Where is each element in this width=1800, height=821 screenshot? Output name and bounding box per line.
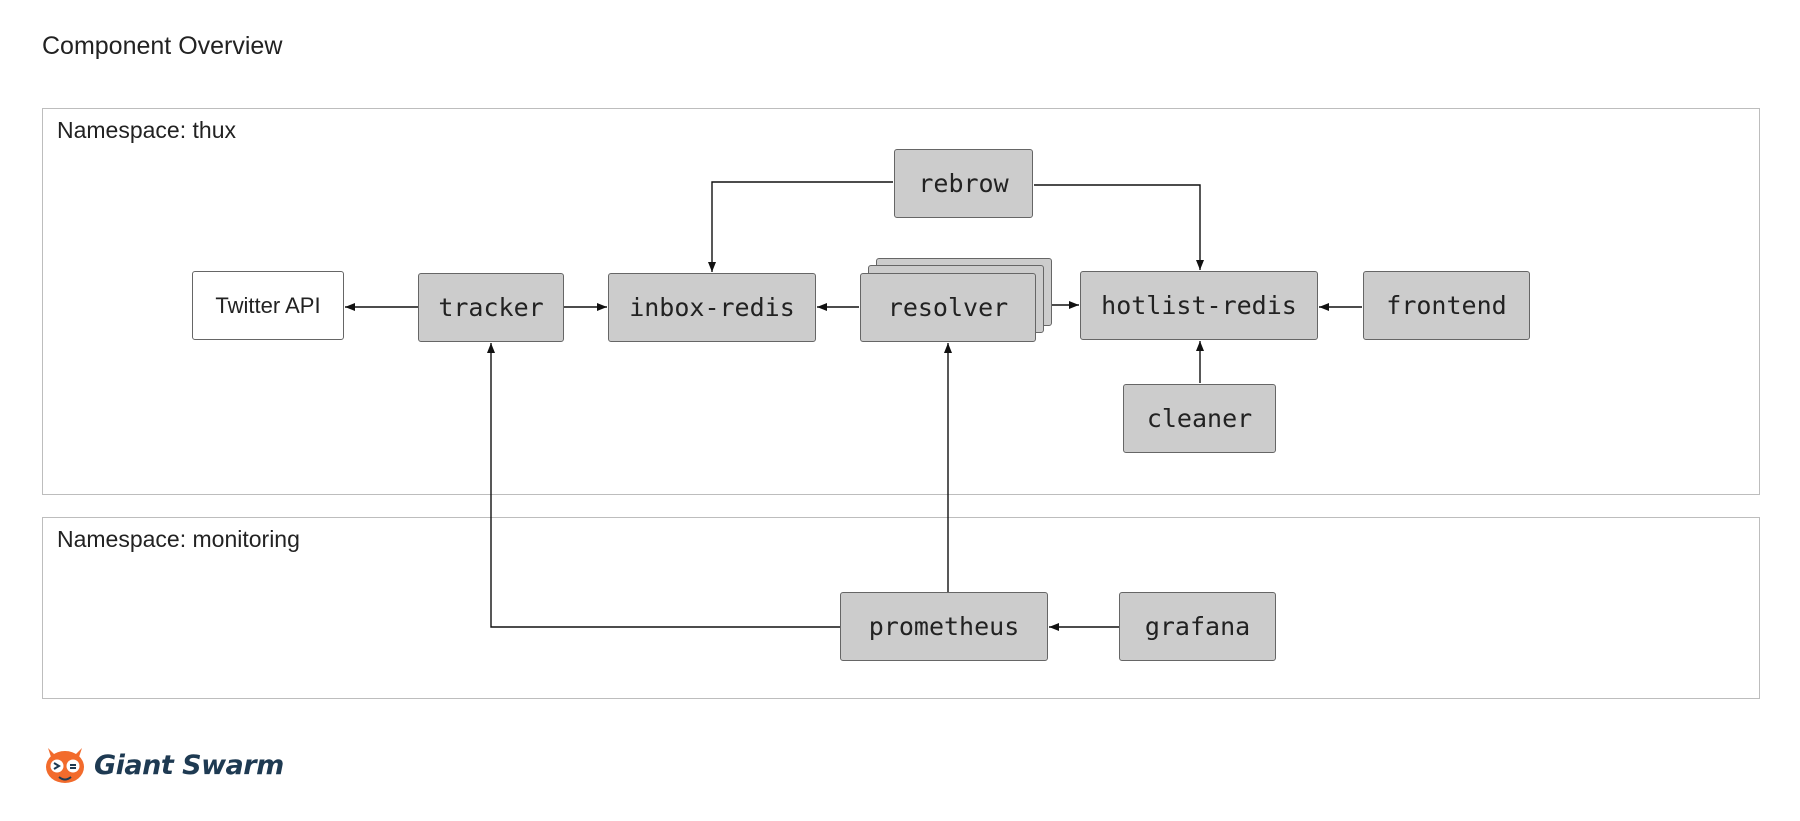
node-tracker-label: tracker xyxy=(438,293,544,322)
node-inbox-redis: inbox-redis xyxy=(608,273,816,342)
giant-swarm-logo: Giant Swarm xyxy=(42,744,284,786)
node-rebrow-label: rebrow xyxy=(918,169,1009,198)
node-twitter-api: Twitter API xyxy=(192,271,344,340)
node-grafana-label: grafana xyxy=(1144,612,1251,641)
page-title: Component Overview xyxy=(42,32,283,60)
namespace-monitoring-label: Namespace: monitoring xyxy=(57,526,300,552)
namespace-thux-label: Namespace: thux xyxy=(57,117,236,143)
giant-swarm-wordmark: Giant Swarm xyxy=(94,749,284,781)
node-hotlist-redis: hotlist-redis xyxy=(1080,271,1318,340)
node-rebrow: rebrow xyxy=(894,149,1033,218)
node-grafana: grafana xyxy=(1119,592,1276,661)
node-frontend-label: frontend xyxy=(1386,291,1507,320)
edge-rebrow-to-inbox-redis xyxy=(708,181,893,272)
node-hotlist-redis-label: hotlist-redis xyxy=(1101,291,1297,320)
node-cleaner: cleaner xyxy=(1123,384,1276,453)
node-twitter-api-label: Twitter API xyxy=(215,292,321,318)
node-tracker: tracker xyxy=(418,273,564,342)
node-inbox-redis-label: inbox-redis xyxy=(629,293,795,322)
node-cleaner-label: cleaner xyxy=(1146,404,1253,433)
giant-swarm-mascot-icon xyxy=(46,748,84,783)
node-resolver-label: resolver xyxy=(887,293,1009,322)
node-resolver: resolver xyxy=(860,273,1036,342)
node-prometheus-label: prometheus xyxy=(868,612,1020,641)
edge-rebrow-to-hotlist-redis xyxy=(1034,184,1204,270)
node-prometheus: prometheus xyxy=(840,592,1048,661)
node-frontend: frontend xyxy=(1363,271,1530,340)
edge-prometheus-to-tracker xyxy=(487,343,840,628)
